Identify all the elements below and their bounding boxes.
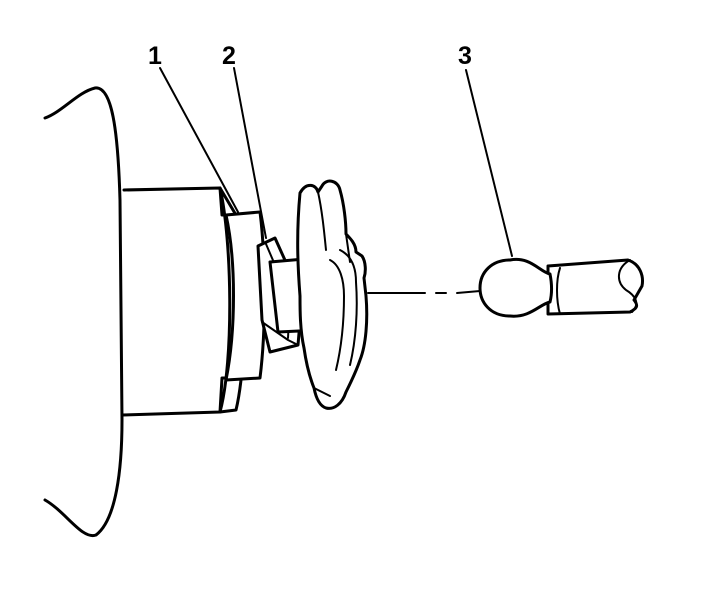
leader-2 xyxy=(233,67,267,239)
callout-1: 1 xyxy=(148,42,162,70)
hub xyxy=(218,186,266,414)
ball-tool xyxy=(478,257,644,318)
leader-1 xyxy=(159,67,239,213)
leader-lines xyxy=(159,67,513,257)
callout-3: 3 xyxy=(458,42,472,70)
callout-2: 2 xyxy=(222,42,236,70)
leader-3 xyxy=(465,69,513,257)
center-line xyxy=(367,290,481,294)
spline-plate xyxy=(296,179,369,410)
